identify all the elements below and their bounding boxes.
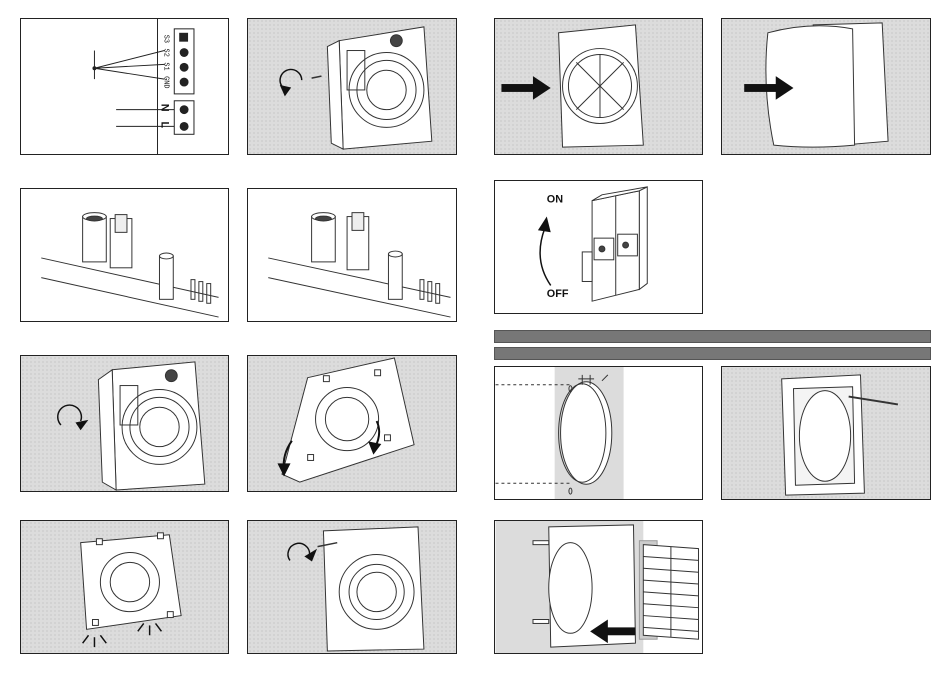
rotate-left-arrow-icon <box>280 69 302 94</box>
terminal-label-s2: S2 <box>161 49 169 57</box>
wiring-diagram: S3 S2 S1 GND N L <box>21 19 228 154</box>
step-connector-panel-1 <box>20 188 229 322</box>
wall-pipe-illustration <box>559 382 612 484</box>
louvre-shutter-illustration <box>643 545 698 640</box>
front-cover-illustration <box>81 533 181 630</box>
step-breaker-panel: ON OFF <box>494 180 703 314</box>
circuit-breaker-illustration <box>582 187 647 301</box>
terminal-label-n: N <box>158 104 170 112</box>
connector-illustration <box>248 189 456 321</box>
step-wall-hole-panel <box>494 366 703 500</box>
fan-unit-open-illustration <box>327 27 431 149</box>
rotate-right-arrow-icon <box>288 543 316 560</box>
step-unscrew-panel <box>247 18 457 155</box>
section-subheader-bar <box>494 347 931 360</box>
step-connector-panel-2 <box>247 188 457 322</box>
step-cover-click-panel <box>20 520 229 654</box>
terminal-label-s1: S1 <box>161 62 169 70</box>
step-push-cover-panel <box>494 18 703 155</box>
step-cover-fit-panel <box>247 355 457 492</box>
front-cover-illustration <box>323 527 423 651</box>
fan-unit-open-illustration <box>98 362 204 490</box>
step-assembly-panel <box>494 520 703 654</box>
terminal-label-l: L <box>158 121 170 128</box>
step-front-panel-panel <box>721 18 931 155</box>
terminal-label-s3: S3 <box>161 35 169 43</box>
wiring-diagram-panel: S3 S2 S1 GND N L <box>20 18 229 155</box>
step-cover-screw-panel <box>247 520 457 654</box>
terminal-label-gnd: GND <box>161 76 169 88</box>
fan-grille-illustration <box>559 25 644 147</box>
up-arrow-icon <box>538 216 551 285</box>
connector-illustration <box>21 189 228 321</box>
rotate-right-arrow-icon <box>58 405 87 429</box>
section-header-bar <box>494 330 931 343</box>
front-cover-illustration <box>282 358 414 482</box>
frame-illustration <box>782 375 898 495</box>
right-arrow-icon <box>501 76 550 100</box>
on-label: ON <box>547 194 563 206</box>
step-screw-panel <box>20 355 229 492</box>
step-frame-panel <box>721 366 931 500</box>
off-label: OFF <box>547 288 569 300</box>
